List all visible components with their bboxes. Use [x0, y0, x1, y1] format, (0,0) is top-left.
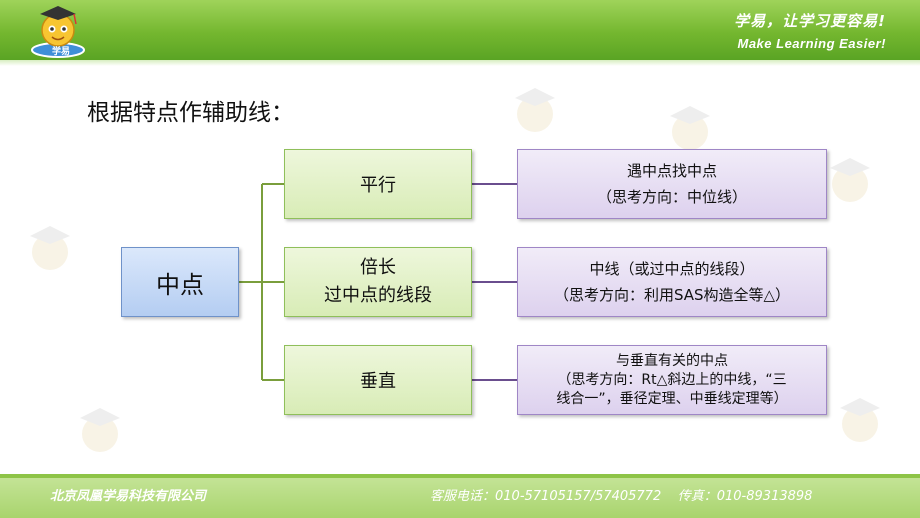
result-node-median: 中线（或过中点的线段） （思考方向：利用SAS构造全等△）	[517, 247, 827, 317]
header-divider	[0, 60, 920, 66]
result-text: 线合一”，垂径定理、中垂线定理等）	[556, 390, 788, 407]
branch-label: 过中点的线段	[324, 285, 432, 306]
watermark-mascot-icon	[80, 408, 120, 452]
watermark-mascot-icon	[840, 398, 880, 442]
branch-node-perpendicular: 垂直	[284, 345, 472, 415]
slogan-chinese: 学易，让学习更容易!	[734, 12, 886, 30]
watermark-mascot-icon	[830, 158, 870, 202]
watermark-mascot-icon	[670, 106, 710, 150]
result-node-perpendicular-midpoint: 与垂直有关的中点 （思考方向：Rt△斜边上的中线，“三 线合一”，垂径定理、中垂…	[517, 345, 827, 415]
logo-text: 学易	[51, 47, 70, 57]
center-node-label: 中点	[156, 270, 204, 299]
result-text: 中线（或过中点的线段）	[589, 260, 755, 278]
footer-divider	[0, 474, 920, 478]
page-title: 根据特点作辅助线：	[87, 100, 294, 126]
branch-label: 垂直	[360, 371, 396, 392]
branch-label: 倍长	[360, 257, 396, 278]
branch-label: 平行	[360, 175, 396, 196]
watermark-mascot-icon	[30, 226, 70, 270]
slogan-english: Make Learning Easier!	[737, 36, 886, 51]
footer-contact: 客服电话：010-57105157/57405772 传真：010-893138…	[430, 489, 813, 504]
mascot-logo-icon	[31, 6, 85, 58]
result-text: （思考方向：Rt△斜边上的中线，“三	[557, 371, 787, 388]
result-text: 与垂直有关的中点	[616, 352, 728, 369]
result-text: （思考方向：利用SAS构造全等△）	[553, 286, 791, 304]
result-text: （思考方向：中位线）	[596, 188, 747, 206]
header-banner	[0, 0, 920, 60]
center-node: 中点	[121, 247, 239, 317]
result-node-midline: 遇中点找中点 （思考方向：中位线）	[517, 149, 827, 219]
branch-node-parallel: 平行	[284, 149, 472, 219]
footer-banner	[0, 474, 920, 518]
branch-node-double-length: 倍长 过中点的线段	[284, 247, 472, 317]
result-text: 遇中点找中点	[626, 162, 717, 180]
watermark-mascot-icon	[515, 88, 555, 132]
footer-company: 北京凤凰学易科技有限公司	[50, 489, 207, 504]
